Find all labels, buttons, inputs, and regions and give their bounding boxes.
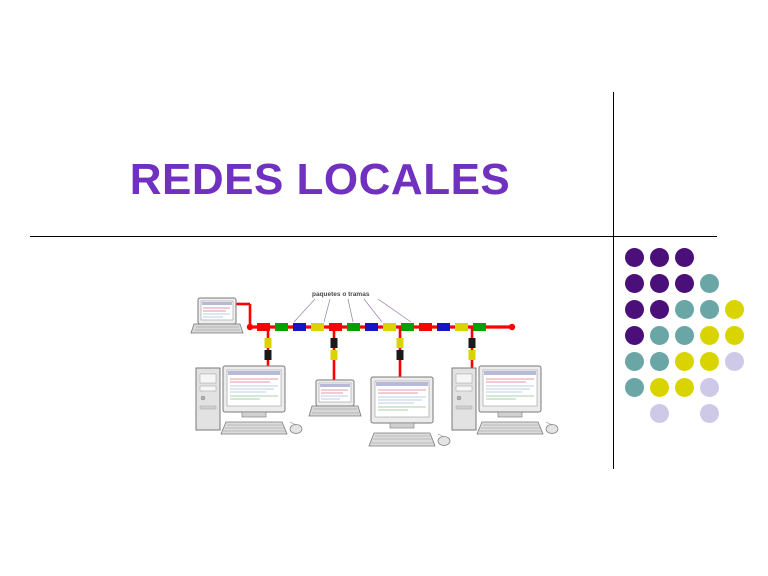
- bus-terminator-right: [508, 323, 516, 331]
- page-title: REDES LOCALES: [129, 155, 511, 204]
- decor-dot: [700, 378, 719, 397]
- caption-leader-lines: [293, 298, 412, 323]
- decor-dot: [625, 300, 644, 319]
- horizontal-divider: [30, 236, 717, 237]
- decor-dot: [700, 404, 719, 423]
- decor-dot: [700, 352, 719, 371]
- decor-dot: [725, 352, 744, 371]
- decor-dot: [700, 300, 719, 319]
- device-desktop-tower-bottom-left: [195, 365, 303, 435]
- decor-dot: [650, 300, 669, 319]
- decor-dot: [675, 274, 694, 293]
- decor-dot: [725, 326, 744, 345]
- decor-dot: [625, 248, 644, 267]
- dot-grid-decoration: [625, 248, 755, 438]
- decor-dot: [650, 352, 669, 371]
- decor-dot: [725, 300, 744, 319]
- decor-dot: [625, 378, 644, 397]
- decor-dot: [675, 248, 694, 267]
- diagram-caption: paquetes o tramas: [312, 291, 370, 298]
- decor-dot: [675, 300, 694, 319]
- decor-dot: [625, 352, 644, 371]
- decor-dot: [625, 326, 644, 345]
- device-laptop-bottom-center-left: [308, 379, 362, 417]
- decor-dot: [650, 326, 669, 345]
- vertical-divider: [613, 92, 614, 469]
- decor-dot: [625, 274, 644, 293]
- bus-packets: [257, 323, 486, 331]
- decor-dot: [700, 274, 719, 293]
- decor-dot: [675, 378, 694, 397]
- drop-packets: [264, 338, 476, 360]
- device-desktop-bottom-center-right: [368, 376, 451, 447]
- device-desktop-tower-bottom-right: [451, 365, 559, 435]
- decor-dot: [650, 248, 669, 267]
- decor-dot: [675, 352, 694, 371]
- network-diagram: paquetes o tramas: [190, 282, 580, 477]
- device-laptop-top-left: [190, 297, 244, 334]
- decor-dot: [650, 378, 669, 397]
- decor-dot: [700, 326, 719, 345]
- decor-dot: [675, 326, 694, 345]
- decor-dot: [650, 274, 669, 293]
- decor-dot: [650, 404, 669, 423]
